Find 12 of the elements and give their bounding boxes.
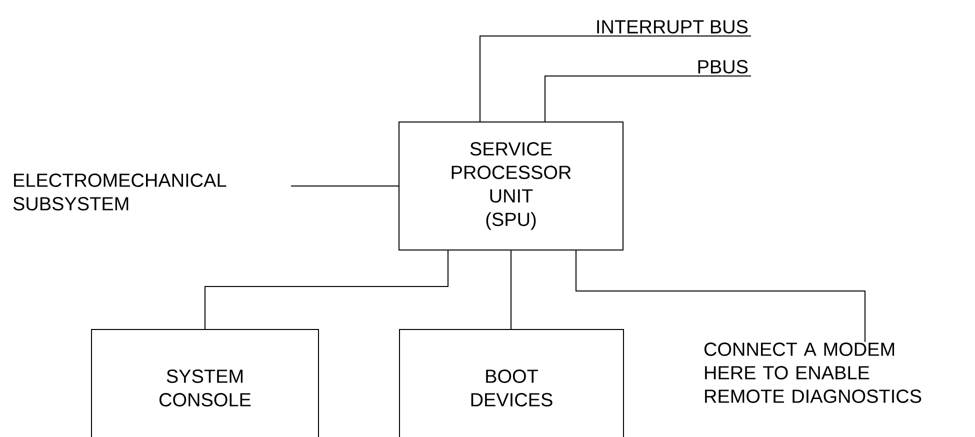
bus-label: INTERRUPT BUS bbox=[597, 20, 748, 34]
bus-label: PBUS bbox=[698, 60, 748, 74]
connector-line bbox=[480, 36, 752, 122]
devices-box: BOOT DEVICES bbox=[399, 329, 624, 437]
subsystem-label: ELECTROMECHANICAL SUBSYSTEM bbox=[13, 174, 226, 210]
connector-line bbox=[544, 76, 752, 122]
connector-line bbox=[510, 250, 512, 330]
connector-line bbox=[204, 250, 448, 330]
processor-box: SERVICE PROCESSOR UNIT (SPU) bbox=[398, 122, 624, 250]
modem-note: CONNECT A MODEM HERE TO ENABLE REMOTE DIAGNOSTICS bbox=[704, 342, 922, 403]
connector-line bbox=[576, 250, 866, 342]
console-box: SYSTEM CONSOLE bbox=[91, 329, 319, 437]
